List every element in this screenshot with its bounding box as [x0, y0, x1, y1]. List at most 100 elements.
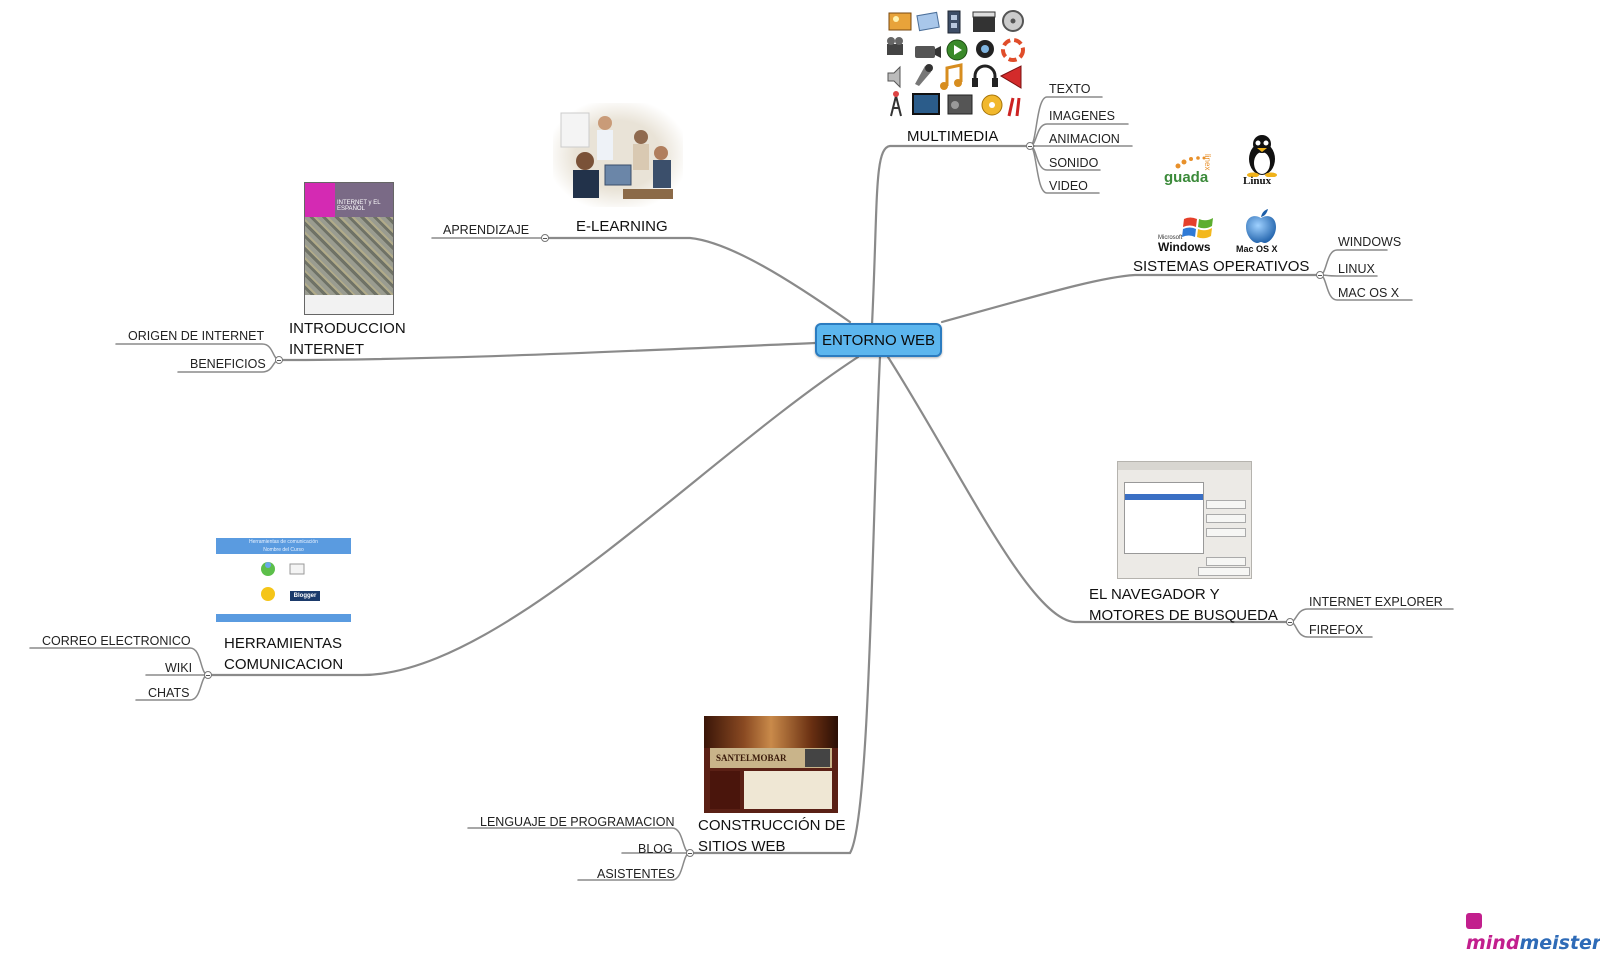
- windows-logo: Microsoft Windows: [1158, 213, 1220, 255]
- branch-navegador-line1: EL NAVEGADOR Y: [1089, 586, 1220, 603]
- branch-herramientas-line1: HERRAMIENTAS: [224, 635, 343, 652]
- dialog-bottom-buttons: [1198, 567, 1250, 576]
- blogger-badge: Blogger: [290, 591, 320, 601]
- leaf-animacion[interactable]: ANIMACION: [1049, 132, 1120, 146]
- comm-card-footer: [216, 614, 351, 622]
- book-cover-texture: [305, 217, 393, 295]
- root-node[interactable]: ENTORNO WEB: [815, 323, 942, 357]
- leaf-mac-os-x[interactable]: MAC OS X: [1338, 286, 1400, 300]
- branch-construccion-sitios-web[interactable]: CONSTRUCCIÓN DE SITIOS WEB: [698, 815, 846, 857]
- book-cover-magenta-block: [305, 183, 335, 217]
- multimedia-icons: [885, 8, 1025, 124]
- branch-introduccion-internet[interactable]: INTRODUCCION INTERNET: [289, 318, 406, 360]
- branch-multimedia[interactable]: MULTIMEDIA: [907, 128, 999, 145]
- mindmeister-logo[interactable]: mindmeister: [1466, 910, 1600, 954]
- book-cover-title: INTERNET y EL ESPAÑOL: [337, 200, 381, 212]
- website-banner-photo: [805, 749, 830, 767]
- elearning-people-image: [553, 103, 683, 207]
- speaker-icon: [887, 65, 901, 89]
- dialog-side-buttons: [1206, 500, 1246, 566]
- branch-herramientas-comunicacion[interactable]: HERRAMIENTAS COMUNICACION: [224, 633, 343, 675]
- collapse-construccion[interactable]: [686, 849, 694, 857]
- leaf-lenguaje-de-programacion[interactable]: LENGUAJE DE PROGRAMACION: [480, 815, 675, 829]
- dialog-titlebar: [1118, 462, 1251, 470]
- connector-multimedia: [870, 144, 1036, 327]
- connector-navegador: [886, 355, 1292, 624]
- leaf-aprendizaje[interactable]: APRENDIZAJE: [443, 223, 530, 237]
- image-stack-icon: [916, 11, 940, 32]
- leaf-imagenes[interactable]: IMAGENES: [1049, 109, 1115, 123]
- branch-introduccion-line2: INTERNET: [289, 341, 364, 358]
- collapse-sistemas[interactable]: [1316, 271, 1324, 279]
- branch-sistemas-operativos[interactable]: SISTEMAS OPERATIVOS: [1133, 258, 1310, 275]
- leaf-windows[interactable]: WINDOWS: [1338, 235, 1402, 249]
- connector-construccion: [688, 355, 882, 855]
- website-sidebar: [710, 771, 740, 809]
- clapperboard-icon: [973, 16, 995, 32]
- leaf-asistentes[interactable]: ASISTENTES: [597, 867, 675, 881]
- website-screenshot-image: SANTELMOBAR: [704, 716, 838, 813]
- leaf-linux[interactable]: LINUX: [1338, 262, 1375, 276]
- rca-cable-icon: [1007, 97, 1021, 117]
- photo-icon: [888, 12, 912, 31]
- mac-logo: Mac OS X: [1234, 208, 1288, 258]
- linux-text: Linux: [1243, 175, 1272, 187]
- book-cover-footer: [305, 295, 393, 314]
- leaf-blog[interactable]: BLOG: [638, 842, 673, 856]
- connector-herramientas: [206, 355, 860, 677]
- branch-herramientas-line2: COMUNICACION: [224, 656, 344, 673]
- smiley-icon: [261, 587, 275, 601]
- comm-card-icons: [261, 562, 305, 601]
- dialog-list: [1124, 482, 1204, 554]
- windows-text: Windows: [1158, 240, 1211, 254]
- website-content: [744, 771, 832, 809]
- guadalinex-text: guada: [1164, 169, 1209, 186]
- collapse-navegador[interactable]: [1286, 618, 1294, 626]
- mail-icon: [289, 563, 305, 575]
- leaf-video[interactable]: VIDEO: [1049, 179, 1088, 193]
- leaf-chats[interactable]: CHATS: [148, 686, 190, 700]
- collapse-introduccion[interactable]: [275, 356, 283, 364]
- linux-logo: Linux: [1240, 133, 1284, 189]
- mindmeister-logo-mind: mind: [1466, 932, 1520, 954]
- leaf-origen-de-internet[interactable]: ORIGEN DE INTERNET: [128, 329, 265, 343]
- leaf-texto[interactable]: TEXTO: [1049, 82, 1091, 96]
- film-strip-icon: [947, 10, 961, 34]
- leaf-sonido[interactable]: SONIDO: [1049, 156, 1099, 170]
- root-label: ENTORNO WEB: [821, 331, 936, 349]
- mac-text: Mac OS X: [1236, 244, 1278, 254]
- collapse-multimedia[interactable]: [1026, 142, 1034, 150]
- branch-navegador-line2: MOTORES DE BUSQUEDA: [1089, 607, 1278, 624]
- connector-introduccion: [281, 341, 817, 362]
- branch-introduccion-line1: INTRODUCCION: [289, 320, 406, 337]
- connector-elearning: [542, 236, 852, 324]
- leaf-wiki[interactable]: WIKI: [165, 661, 193, 675]
- branch-construccion-line2: SITIOS WEB: [698, 838, 786, 855]
- branch-elearning[interactable]: E-LEARNING: [576, 218, 668, 235]
- collapse-elearning[interactable]: [541, 234, 549, 242]
- leaf-internet-explorer[interactable]: INTERNET EXPLORER: [1309, 595, 1443, 609]
- collapse-herramientas[interactable]: [204, 671, 212, 679]
- apple-icon: [1246, 209, 1276, 243]
- messenger-icon: [261, 562, 275, 576]
- tv-icon: [912, 93, 940, 115]
- leaf-firefox[interactable]: FIREFOX: [1309, 623, 1364, 637]
- leaf-correo-electronico[interactable]: CORREO ELECTRONICO: [42, 634, 191, 648]
- comm-card-header: Herramientas de comunicación Nombre del …: [216, 538, 351, 554]
- book-cover-image: INTERNET y EL ESPAÑOL: [304, 182, 394, 315]
- music-notes-icon: [945, 63, 963, 86]
- search-engine-dialog-image: [1117, 461, 1252, 579]
- website-banner: SANTELMOBAR: [710, 748, 832, 768]
- elearning-photo: [553, 103, 683, 207]
- mindmeister-logo-meister: meister: [1519, 932, 1600, 954]
- website-name: SANTELMOBAR: [716, 753, 787, 763]
- leaf-beneficios[interactable]: BENEFICIOS: [190, 357, 266, 371]
- antenna-icon: [890, 95, 902, 117]
- comm-card-subtitle: Nombre del Curso: [263, 547, 304, 553]
- windows-flag-icon: [1182, 217, 1213, 239]
- branch-navegador-motores[interactable]: EL NAVEGADOR Y MOTORES DE BUSQUEDA: [1089, 584, 1278, 626]
- video-camera-icon: [915, 46, 935, 58]
- mindmeister-logo-icon: [1466, 913, 1482, 929]
- connector-sistemas: [940, 273, 1322, 324]
- media-player-icon: [1001, 38, 1025, 62]
